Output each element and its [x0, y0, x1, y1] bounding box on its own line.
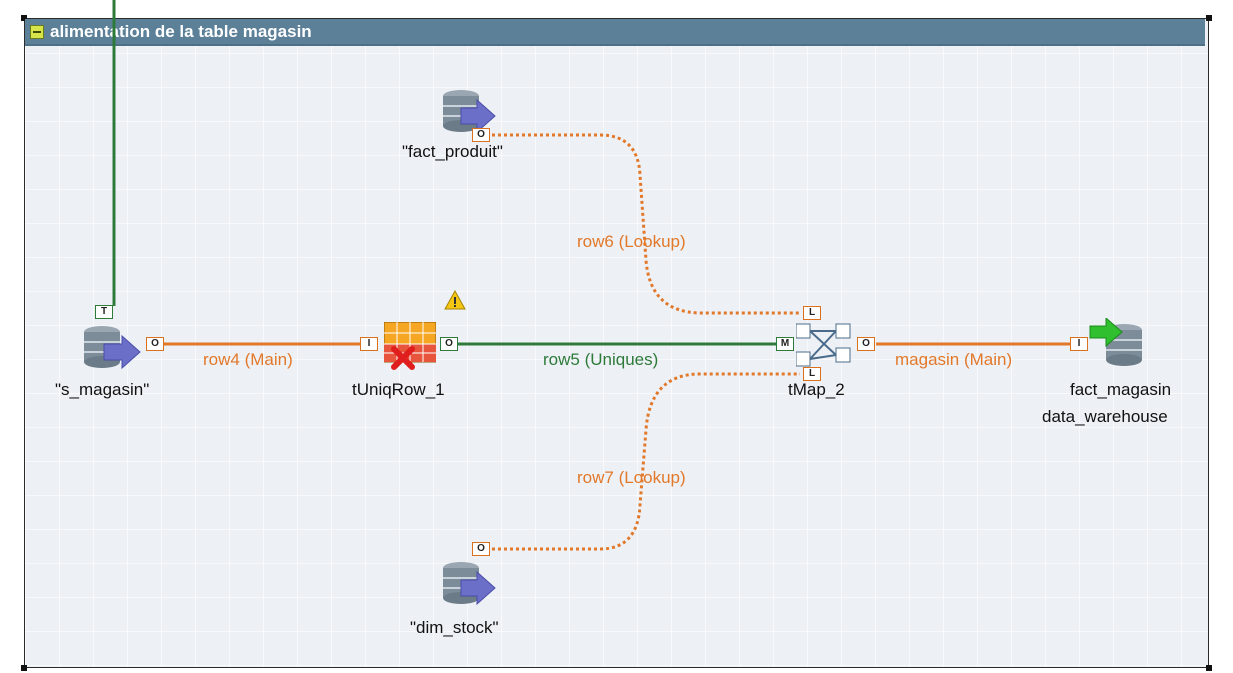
db-input-icon	[443, 90, 496, 134]
port-fact-magasin-in[interactable]: I	[1070, 337, 1088, 351]
component-label-data-warehouse: data_warehouse	[1042, 407, 1168, 426]
link-label-row6[interactable]: row6 (Lookup)	[577, 232, 686, 251]
port-tmap-lookup-bottom[interactable]: L	[803, 367, 821, 381]
link-label-magasin[interactable]: magasin (Main)	[895, 350, 1013, 369]
collapse-subjob-button[interactable]	[30, 25, 44, 39]
tmap-icon	[795, 323, 851, 367]
component-fact-produit[interactable]	[441, 88, 501, 136]
component-s-magasin[interactable]	[82, 320, 148, 370]
component-label-fact-magasin: fact_magasin	[1070, 380, 1172, 399]
db-input-icon	[84, 326, 141, 370]
warning-icon[interactable]	[444, 290, 466, 310]
component-label-fact-produit: "fact_produit"	[402, 142, 503, 161]
port-tmap-main-in[interactable]: M	[776, 337, 794, 351]
component-fact-magasin[interactable]	[1086, 316, 1148, 370]
port-s-magasin-out[interactable]: O	[146, 337, 164, 351]
resize-handle-bottom-left[interactable]	[21, 665, 27, 671]
component-dim-stock[interactable]	[441, 560, 501, 608]
db-output-icon	[1089, 316, 1142, 366]
component-tmap[interactable]	[795, 318, 852, 370]
port-tmap-lookup-top[interactable]: L	[803, 306, 821, 320]
port-fact-produit-out[interactable]: O	[472, 128, 490, 142]
resize-handle-top-left[interactable]	[21, 15, 27, 21]
subjob-header[interactable]	[25, 19, 1205, 46]
db-input-icon	[443, 562, 496, 606]
port-tuniqrow-in[interactable]: I	[360, 337, 378, 351]
link-label-row7[interactable]: row7 (Lookup)	[577, 468, 686, 487]
link-row6[interactable]	[492, 133, 800, 315]
link-label-row4[interactable]: row4 (Main)	[203, 350, 293, 369]
port-dim-stock-out[interactable]: O	[472, 542, 490, 556]
port-tmap-out[interactable]: O	[857, 337, 875, 351]
component-label-tmap: tMap_2	[788, 380, 845, 399]
link-label-row5[interactable]: row5 (Uniques)	[543, 350, 659, 369]
resize-handle-bottom-right[interactable]	[1206, 665, 1212, 671]
component-label-s-magasin: "s_magasin"	[55, 380, 150, 399]
link-row7[interactable]	[492, 372, 800, 551]
component-label-dim-stock: "dim_stock"	[410, 618, 499, 637]
resize-handle-top-right[interactable]	[1206, 15, 1212, 21]
port-trigger-in[interactable]: T	[95, 305, 113, 319]
port-tuniqrow-out[interactable]: O	[440, 337, 458, 351]
component-label-tuniqrow: tUniqRow_1	[352, 380, 445, 399]
error-icon	[391, 346, 415, 370]
